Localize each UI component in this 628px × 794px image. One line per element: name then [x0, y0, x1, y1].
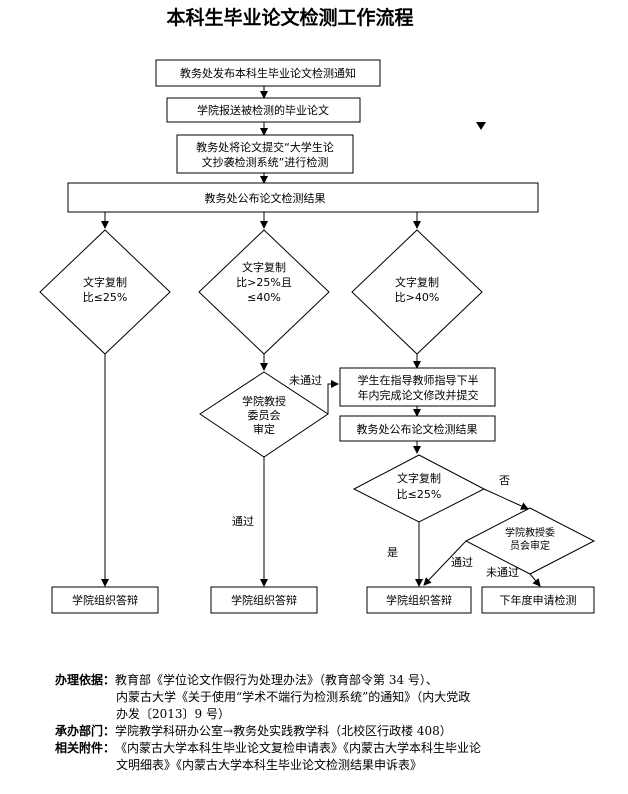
basis-row: 办理依据： 教育部《学位论文作假行为处理办法》（教育部令第 34 号）、: [55, 672, 615, 689]
basis-text-2: 内蒙古大学《关于使用“学术不端行为检测系统”的通知》（内大党政: [116, 690, 471, 704]
svg-text:教务处公布论文检测结果: 教务处公布论文检测结果: [205, 191, 326, 205]
svg-text:文字复制: 文字复制: [83, 275, 127, 289]
label-not-passed-2: 未通过: [486, 566, 519, 579]
svg-text:教务处将论文提交“大学生论: 教务处将论文提交“大学生论: [196, 140, 334, 154]
svg-text:年内完成论文修改并提交: 年内完成论文修改并提交: [358, 388, 479, 402]
svg-text:文字复制: 文字复制: [395, 275, 439, 289]
svg-text:比>25%且: 比>25%且: [236, 276, 292, 289]
dept-label: 承办部门：: [55, 724, 116, 738]
svg-text:学院组织答辩: 学院组织答辩: [386, 593, 452, 607]
basis-label: 办理依据：: [55, 673, 116, 687]
decision-le25: 文字复制 比≤25%: [39, 229, 171, 355]
attach-label: 相关附件：: [55, 741, 116, 755]
label-passed-2: 通过: [451, 556, 473, 569]
svg-text:文抄袭检测系统”进行检测: 文抄袭检测系统”进行检测: [202, 155, 329, 169]
box-notify: 教务处发布本科生毕业论文检测通知: [155, 59, 381, 87]
svg-text:文字复制: 文字复制: [397, 471, 441, 485]
decision-gt40: 文字复制 比>40%: [351, 229, 483, 355]
flowchart: 本科生毕业论文检测工作流程 教务处发布本科生毕业论文检测通知 学院报送被检测的毕…: [39, 6, 596, 614]
label-passed: 通过: [232, 515, 254, 528]
decision-committee-2: 学院教授委 员会审定: [464, 507, 596, 575]
box-defense-3: 学院组织答辩: [366, 586, 472, 614]
box-defense-2: 学院组织答辩: [210, 586, 318, 614]
svg-text:下年度申请检测: 下年度申请检测: [500, 593, 577, 607]
svg-text:≤40%: ≤40%: [247, 291, 281, 304]
svg-text:委员会: 委员会: [248, 409, 281, 422]
svg-text:比≤25%: 比≤25%: [397, 488, 442, 501]
dept-row: 承办部门： 学院教学科研办公室→教务处实践教学科（北校区行政楼 408）: [55, 723, 615, 740]
svg-text:员会审定: 员会审定: [510, 539, 550, 552]
label-yes: 是: [387, 546, 398, 559]
svg-text:教务处发布本科生毕业论文检测通知: 教务处发布本科生毕业论文检测通知: [180, 66, 356, 80]
page-title: 本科生毕业论文检测工作流程: [166, 6, 413, 29]
svg-text:学院教授: 学院教授: [242, 394, 286, 408]
decision-recheck-le25: 文字复制 比≤25%: [352, 454, 486, 523]
box-defense-1: 学院组织答辩: [51, 586, 159, 614]
svg-text:学院报送被检测的毕业论文: 学院报送被检测的毕业论文: [197, 103, 329, 117]
svg-text:教务处公布论文检测结果: 教务处公布论文检测结果: [357, 422, 478, 436]
svg-text:比>40%: 比>40%: [395, 291, 440, 304]
svg-text:学院组织答辩: 学院组织答辩: [231, 593, 297, 607]
svg-text:学院组织答辩: 学院组织答辩: [72, 593, 138, 607]
box-publish-result-2: 教务处公布论文检测结果: [339, 415, 496, 442]
basis-text-3: 办发〔2013〕9 号）: [116, 707, 230, 721]
svg-text:比≤25%: 比≤25%: [83, 291, 128, 304]
box-next-year: 下年度申请检测: [481, 586, 595, 614]
attach-row: 相关附件： 《内蒙古大学本科生毕业论文复检申请表》《内蒙古大学本科生毕业论: [55, 740, 615, 757]
svg-text:审定: 审定: [253, 422, 275, 436]
label-no: 否: [499, 474, 510, 487]
dept-text: 学院教学科研办公室→教务处实践教学科（北校区行政楼 408）: [115, 724, 452, 738]
box-plagiarism-check: 教务处将论文提交“大学生论 文抄袭检测系统”进行检测: [176, 134, 354, 174]
basis-text-1: 教育部《学位论文作假行为处理办法》（教育部令第 34 号）、: [115, 673, 438, 687]
box-publish-result: 教务处公布论文检测结果: [67, 182, 539, 213]
svg-text:学院教授委: 学院教授委: [505, 526, 555, 539]
box-college-submit: 学院报送被检测的毕业论文: [166, 97, 361, 123]
decision-committee: 学院教授 委员会 审定: [199, 371, 329, 458]
notes-section: 办理依据： 教育部《学位论文作假行为处理办法》（教育部令第 34 号）、 内蒙古…: [55, 672, 615, 774]
svg-text:学生在指导教师指导下半: 学生在指导教师指导下半: [358, 373, 479, 387]
decision-25-40: 文字复制 比>25%且 ≤40%: [198, 229, 330, 355]
box-revise: 学生在指导教师指导下半 年内完成论文修改并提交: [339, 367, 496, 407]
attach-text-1: 《内蒙古大学本科生毕业论文复检申请表》《内蒙古大学本科生毕业论: [115, 741, 482, 755]
svg-text:文字复制: 文字复制: [242, 260, 286, 274]
stray-arrow-icon: [476, 122, 486, 130]
label-not-passed: 未通过: [289, 374, 322, 387]
attach-text-2: 文明细表》《内蒙古大学本科生毕业论文检测结果申诉表》: [116, 758, 423, 772]
